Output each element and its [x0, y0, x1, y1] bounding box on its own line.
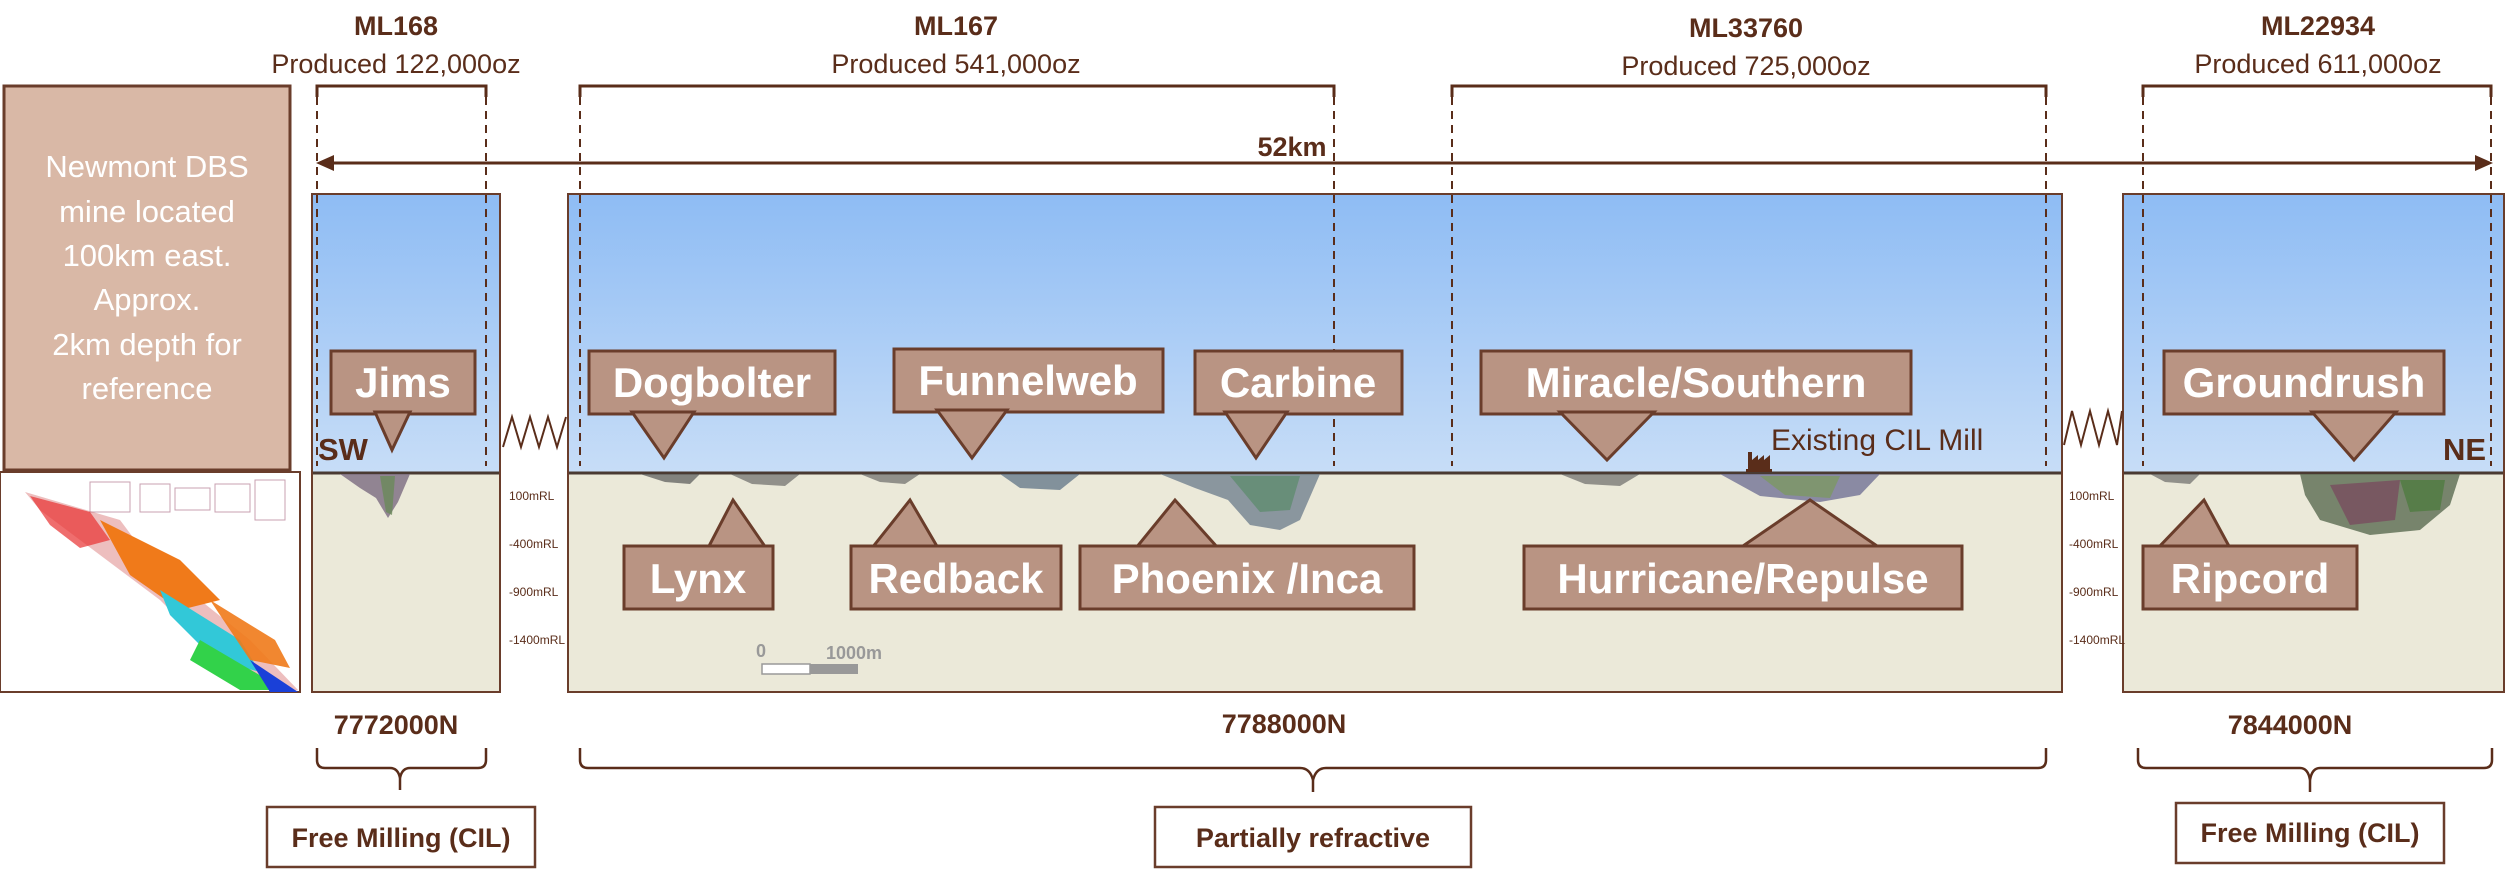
- lease-brackets: [315, 84, 2493, 97]
- note-line: 100km east.: [63, 238, 232, 273]
- lease-boundaries: [316, 97, 2492, 466]
- lease-name-ml167: ML167: [914, 11, 998, 41]
- compass-ne-label: NE: [2443, 432, 2486, 467]
- scale-bar: 0 1000m: [756, 641, 882, 675]
- note-line: Newmont DBS: [45, 149, 248, 184]
- callout-miracle-southern: Miracle/Southern: [1479, 349, 1913, 463]
- lease-produced-ml167: Produced 541,000oz: [831, 49, 1080, 79]
- compass-sw-label: SW: [318, 432, 369, 467]
- depth-label: -900mRL: [509, 585, 559, 599]
- lease-produced-ml22934: Produced 611,000oz: [2194, 49, 2441, 79]
- callout-label: Miracle/Southern: [1526, 359, 1867, 406]
- processing-label: Partially refractive: [1196, 823, 1430, 853]
- scale-bar-end: 1000m: [826, 643, 882, 663]
- callout-ripcord: Ripcord: [2141, 497, 2359, 611]
- northing-left: 7772000N: [334, 710, 459, 740]
- callout-label: Ripcord: [2171, 555, 2330, 602]
- distance-label-bg: [1252, 138, 1332, 160]
- processing-box-middle: Partially refractive: [1153, 805, 1473, 869]
- reference-note-box: [2, 84, 292, 472]
- note-line: reference: [82, 371, 213, 406]
- processing-box-left: Free Milling (CIL): [265, 805, 537, 869]
- callout-label: Groundrush: [2183, 359, 2426, 406]
- callout-lynx: Lynx: [622, 497, 775, 611]
- reference-note-text: Newmont DBS mine located 100km east. App…: [45, 149, 248, 406]
- lease-name-ml33760: ML33760: [1689, 13, 1803, 43]
- callout-label: Redback: [868, 555, 1044, 602]
- lease-produced-ml33760: Produced 725,000oz: [1621, 51, 1870, 81]
- callout-label: Dogbolter: [613, 359, 811, 406]
- northing-middle: 7788000N: [1222, 709, 1347, 739]
- callout-label: Jims: [355, 359, 451, 406]
- panel-outlines: [311, 193, 2505, 693]
- lease-produced-ml168: Produced 122,000oz: [271, 49, 520, 79]
- callout-label: Lynx: [650, 555, 747, 602]
- processing-connectors: [398, 778, 2312, 792]
- depth-label: -900mRL: [2069, 585, 2119, 599]
- callout-phoenix-inca: Phoenix /Inca: [1078, 497, 1416, 611]
- processing-label: Free Milling (CIL): [2201, 818, 2420, 848]
- dbs-mine-section-inset: [0, 471, 301, 693]
- note-line: mine located: [59, 194, 235, 229]
- note-line: 2km depth for: [52, 327, 242, 362]
- callout-funnelweb: Funnelweb: [892, 347, 1165, 461]
- distance-arrow: [316, 155, 2493, 171]
- northing-right: 7844000N: [2228, 710, 2353, 740]
- callout-groundrush: Groundrush: [2162, 349, 2446, 463]
- lease-name-ml22934: ML22934: [2261, 11, 2375, 41]
- factory-icon: [1746, 452, 1772, 472]
- callout-label: Funnelweb: [918, 357, 1137, 404]
- depth-label: -1400mRL: [509, 633, 565, 647]
- depth-label: -400mRL: [2069, 537, 2119, 551]
- note-line: Approx.: [94, 282, 201, 317]
- scale-bar-start: 0: [756, 641, 766, 661]
- callout-label: Phoenix /Inca: [1112, 555, 1383, 602]
- lease-name-ml168: ML168: [354, 11, 438, 41]
- depth-labels-left: 100mRL -400mRL -900mRL -1400mRL: [509, 489, 565, 647]
- depth-label: 100mRL: [2069, 489, 2115, 503]
- processing-braces: [315, 748, 2494, 781]
- distance-label: 52km: [1257, 132, 1326, 162]
- callout-jims: Jims: [329, 349, 477, 454]
- depth-label: -400mRL: [509, 537, 559, 551]
- callout-hurricane-repulse: Hurricane/Repulse: [1522, 498, 1964, 611]
- callout-carbine: Carbine: [1193, 349, 1404, 461]
- sky-panels: [312, 194, 2504, 472]
- depth-label: 100mRL: [509, 489, 555, 503]
- callout-label: Carbine: [1220, 359, 1376, 406]
- orebody-shapes: [340, 474, 2460, 535]
- processing-label: Free Milling (CIL): [292, 823, 511, 853]
- depth-label: -1400mRL: [2069, 633, 2125, 647]
- callout-label: Hurricane/Repulse: [1557, 555, 1928, 602]
- mill-label: Existing CIL Mill: [1771, 424, 1983, 457]
- section-break-symbols: [502, 407, 2123, 451]
- processing-box-right: Free Milling (CIL): [2174, 801, 2446, 865]
- depth-labels-right: 100mRL -400mRL -900mRL -1400mRL: [2069, 489, 2125, 647]
- callout-dogbolter: Dogbolter: [587, 349, 837, 461]
- callout-redback: Redback: [849, 497, 1063, 611]
